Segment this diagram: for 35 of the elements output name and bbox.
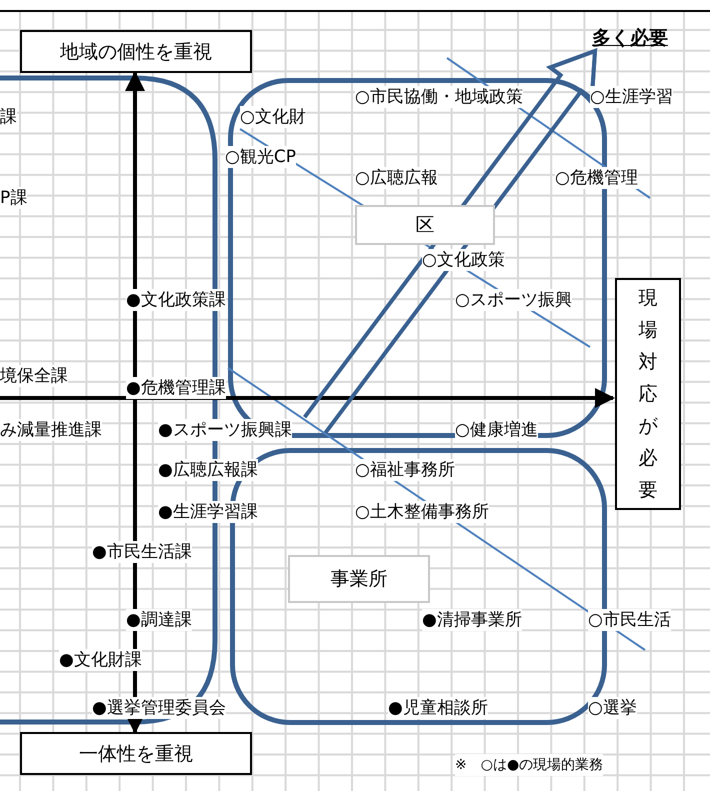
item-label: ●市民生活課 (92, 541, 192, 563)
item-label: ●スポーツ振興課 (158, 419, 292, 441)
vertical-text: 現場対応が必要 (638, 286, 658, 503)
item-label: ○健康増進 (455, 419, 538, 441)
item-label: P課 (0, 187, 28, 209)
item-label: み減量推進課 (0, 419, 102, 441)
item-label: ○土木整備事務所 (355, 501, 489, 523)
item-label: ○文化政策 (422, 249, 505, 271)
item-label: ●文化政策課 (126, 289, 226, 311)
item-label: ●選挙管理委員会 (92, 697, 226, 719)
item-label: ○生涯学習 (590, 86, 673, 108)
item-label: ●文化財課 (59, 649, 142, 671)
item-label: ●児童相談所 (388, 697, 488, 719)
item-label: ●清掃事業所 (422, 609, 522, 631)
label-box: 一体性を重視 (20, 732, 252, 775)
item-label: ●調達課 (126, 609, 192, 631)
heading: 多く必要 (592, 24, 684, 52)
item-label: ○福祉事務所 (355, 459, 455, 481)
region-label: 区 (355, 205, 495, 245)
item-label: ○選挙 (588, 697, 637, 719)
region-label: 事業所 (288, 555, 430, 603)
item-label: 境保全課 (0, 365, 68, 387)
item-label: ●生涯学習課 (158, 501, 258, 523)
item-label: ○スポーツ振興 (455, 289, 572, 311)
arrow (0, 388, 615, 408)
footnote: ※ ○は●の現場的業務 (455, 754, 604, 776)
item-label: ○観光CP (225, 146, 296, 168)
item-label: ○文化財 (240, 106, 306, 128)
item-label: ○市民協働・地域政策 (355, 86, 523, 108)
label-box: 地域の個性を重視 (20, 30, 252, 73)
item-label: ○広聴広報 (355, 167, 438, 189)
item-label: ○市民生活 (588, 609, 671, 631)
item-label: ●危機管理課 (126, 377, 226, 399)
item-label: ●広聴広報課 (158, 459, 258, 481)
item-label: ○危機管理 (555, 167, 638, 189)
